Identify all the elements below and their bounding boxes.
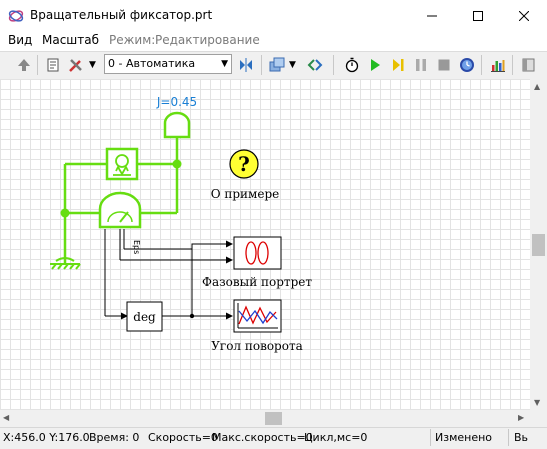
minimize-icon: [427, 15, 437, 16]
status-extra: Вь: [514, 431, 529, 444]
status-time: Время: 0: [89, 431, 140, 444]
status-speed: Скорость=0: [148, 431, 218, 444]
rotation-sensor-block[interactable]: [98, 191, 142, 229]
toolbar-windows-button[interactable]: [267, 55, 287, 75]
help-icon-symbol: ?: [238, 152, 250, 176]
windows-icon: [269, 57, 285, 72]
scroll-down-icon[interactable]: ▼: [534, 398, 541, 407]
close-button[interactable]: [501, 0, 547, 31]
chevron-down-icon: ▼: [221, 59, 228, 69]
link-node: [60, 208, 70, 218]
toolbar-more-button[interactable]: [519, 55, 539, 75]
maximize-button[interactable]: [455, 0, 501, 31]
mode-select-value: 0 - Автоматика: [108, 57, 196, 70]
tools-icon: [69, 59, 82, 72]
toolbar-separator: [261, 55, 262, 75]
status-separator: [430, 429, 431, 446]
scroll-corner: [530, 410, 547, 427]
toolbar-separator: [333, 55, 334, 75]
pause-icon: [416, 59, 426, 71]
eps-label: Eps: [132, 240, 141, 254]
minimize-button[interactable]: [409, 0, 455, 31]
mirror-icon: [240, 58, 252, 72]
scroll-up-icon[interactable]: ▲: [534, 82, 541, 91]
toolbar-clock-button[interactable]: [457, 55, 477, 75]
toolbar-step-button[interactable]: [388, 55, 408, 75]
link-icon: [307, 59, 323, 71]
vertical-scrollbar[interactable]: ▲ ▼: [530, 79, 547, 410]
phase-portrait-icon: [245, 241, 269, 265]
gauge-icon: [107, 211, 133, 223]
vertical-scroll-thumb[interactable]: [532, 234, 545, 256]
status-separator: [508, 429, 509, 446]
status-coords: X:456.0 Y:176.0: [3, 431, 90, 444]
menu-mode-value: Редактирование: [155, 33, 260, 47]
inertia-label: J=0.45: [156, 95, 197, 109]
toolbar-link-button[interactable]: [305, 55, 325, 75]
scroll-right-icon[interactable]: ▶: [518, 413, 525, 422]
angle-plot-icon: [237, 303, 278, 329]
toolbar-script-button[interactable]: [43, 55, 63, 75]
status-max-speed: Макс.скорость=0: [212, 431, 313, 444]
close-icon: [519, 10, 529, 21]
status-cycle: Цикл,мс=0: [304, 431, 368, 444]
deg-block[interactable]: [126, 301, 163, 332]
status-modified: Изменено: [435, 431, 493, 444]
toolbar-run-button[interactable]: [365, 55, 385, 75]
toolbar-separator: [37, 55, 38, 75]
inertia-block[interactable]: [163, 111, 191, 139]
step-forward-icon: [393, 59, 404, 71]
panel-icon: [522, 58, 535, 72]
signal-junction: [189, 313, 195, 319]
bar-chart-icon: [491, 60, 505, 72]
menu-mode-label: Режим:: [109, 33, 156, 47]
play-icon: [371, 59, 380, 71]
phase-portrait-scope[interactable]: [233, 236, 282, 270]
app-icon: [8, 10, 24, 22]
chevron-down-icon[interactable]: ▼: [289, 60, 296, 70]
menu-view[interactable]: Вид: [8, 33, 33, 47]
toolbar-stop-button[interactable]: [434, 55, 454, 75]
arrow-up-icon: [18, 59, 30, 71]
help-icon[interactable]: [229, 149, 259, 179]
stopwatch-icon: [345, 57, 359, 73]
angle-scope-label: Угол поворота: [211, 339, 303, 353]
spring-icon: [113, 154, 131, 176]
menu-scale[interactable]: Масштаб: [42, 33, 100, 47]
status-bar: [0, 427, 547, 449]
signal-lines: [104, 229, 233, 320]
stop-icon: [438, 59, 450, 71]
horizontal-scroll-thumb[interactable]: [265, 412, 282, 425]
maximize-icon: [473, 10, 483, 21]
chevron-down-icon[interactable]: ▼: [89, 60, 96, 70]
phase-portrait-label: Фазовый портрет: [202, 275, 312, 289]
diagram-svg: J=0.45 ? О примере: [50, 95, 312, 353]
script-icon: [47, 58, 59, 72]
deg-label: deg: [133, 310, 156, 324]
toolbar-stopwatch-button[interactable]: [342, 55, 362, 75]
ground-fixture-icon[interactable]: [50, 257, 81, 270]
help-label[interactable]: О примере: [211, 187, 280, 201]
toolbar-mirror-button[interactable]: [236, 55, 256, 75]
menu-bar: [0, 31, 547, 51]
toolbar-chart-button[interactable]: [488, 55, 508, 75]
horizontal-scrollbar[interactable]: ◀ ▶: [0, 410, 530, 427]
toolbar-tools-button[interactable]: [66, 55, 86, 75]
toolbar-pause-button[interactable]: [411, 55, 431, 75]
link-node: [172, 159, 182, 169]
diagram-canvas[interactable]: J=0.45 ? О примере: [0, 79, 530, 410]
toolbar-separator: [512, 55, 513, 75]
window-title: Вращательный фиксатор.prt: [30, 8, 213, 22]
mode-select[interactable]: 0 - Автоматика ▼: [104, 54, 232, 74]
clock-icon: [460, 58, 474, 72]
scroll-left-icon[interactable]: ◀: [3, 413, 10, 422]
toolbar-separator: [481, 55, 482, 75]
toolbar-up-button[interactable]: [14, 55, 34, 75]
